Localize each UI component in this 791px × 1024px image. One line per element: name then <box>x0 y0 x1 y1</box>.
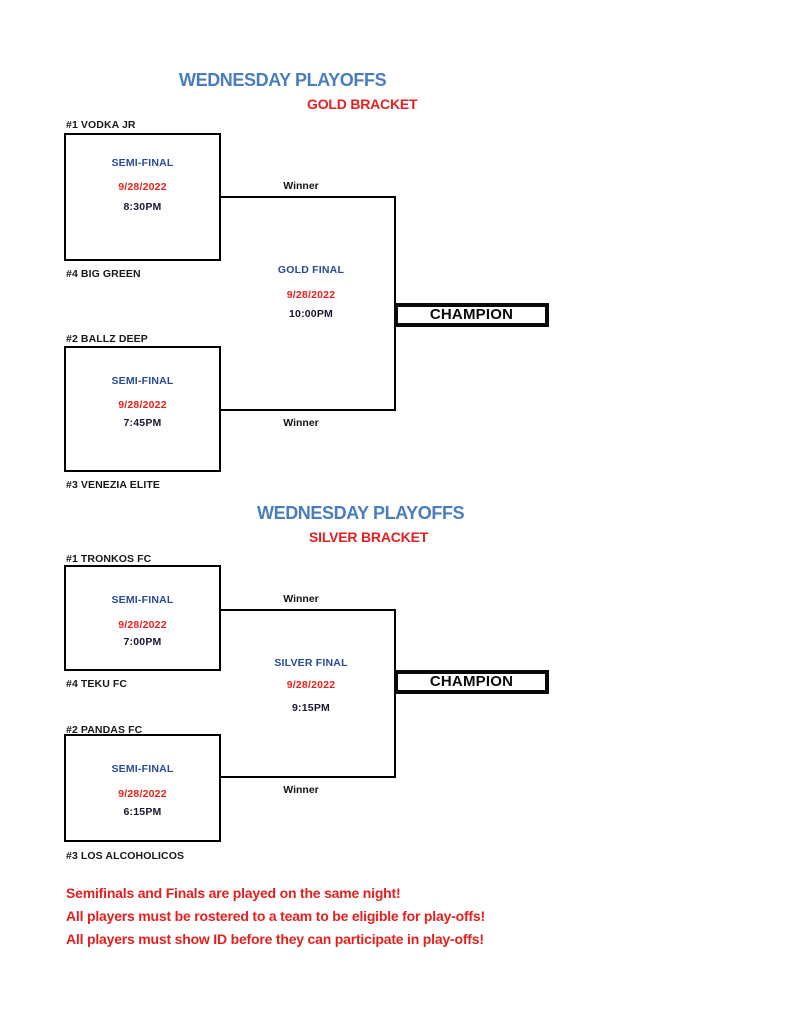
gold-semi1-round-label: SEMI-FINAL <box>111 157 174 169</box>
silver-semi1-date: 9/28/2022 <box>118 619 167 631</box>
silver-semi1-round-label: SEMI-FINAL <box>111 594 174 606</box>
silver-semi2-date: 9/28/2022 <box>118 788 167 800</box>
silver-final-date: 9/28/2022 <box>286 679 336 691</box>
silver-semi1-top-seed: #1 TRONKOS FC <box>66 553 152 565</box>
silver-semi2-winner-label: Winner <box>283 784 319 796</box>
footer-note-3: All players must show ID before they can… <box>66 931 484 947</box>
silver-bracket-label: SILVER BRACKET <box>309 529 429 545</box>
gold-semi2-bottom-seed: #3 VENEZIA ELITE <box>66 479 160 491</box>
silver-title: WEDNESDAY PLAYOFFS <box>257 503 465 523</box>
silver-semi2-time: 6:15PM <box>123 806 162 818</box>
silver-semi1-time: 7:00PM <box>123 636 162 648</box>
silver-semi2-top-seed: #2 PANDAS FC <box>66 724 143 736</box>
gold-semi2-winner-line <box>221 409 396 411</box>
gold-semi2-match-box: SEMI-FINAL 9/28/2022 7:45PM <box>64 346 221 472</box>
gold-semi2-date: 9/28/2022 <box>118 399 167 411</box>
footer-note-2: All players must be rostered to a team t… <box>66 908 485 924</box>
gold-final-time: 10:00PM <box>288 308 333 320</box>
silver-semi1-bottom-seed: #4 TEKU FC <box>66 678 128 690</box>
gold-final-date: 9/28/2022 <box>286 289 336 301</box>
gold-semi1-time: 8:30PM <box>123 201 162 213</box>
gold-semi1-winner-label: Winner <box>283 180 319 192</box>
silver-semi1-match-box: SEMI-FINAL 9/28/2022 7:00PM <box>64 565 221 671</box>
gold-bracket-label: GOLD BRACKET <box>307 96 418 112</box>
silver-semi2-round-label: SEMI-FINAL <box>111 763 174 775</box>
gold-semi2-winner-label: Winner <box>283 417 319 429</box>
gold-semi1-bottom-seed: #4 BIG GREEN <box>66 268 141 280</box>
gold-bracket-section: WEDNESDAY PLAYOFFS GOLD BRACKET #1 VODKA… <box>0 0 791 500</box>
silver-final-time: 9:15PM <box>292 702 330 714</box>
gold-semi1-top-seed: #1 VODKA JR <box>66 119 136 131</box>
silver-semi2-bottom-seed: #3 LOS ALCOHOLICOS <box>66 850 185 862</box>
gold-semi1-match-box: SEMI-FINAL 9/28/2022 8:30PM <box>64 133 221 261</box>
gold-semi2-top-seed: #2 BALLZ DEEP <box>66 333 148 345</box>
silver-champion-box: CHAMPION <box>394 670 549 694</box>
silver-bracket-section: WEDNESDAY PLAYOFFS SILVER BRACKET #1 TRO… <box>64 503 549 862</box>
gold-title: WEDNESDAY PLAYOFFS <box>179 70 387 90</box>
gold-semi1-winner-line <box>221 196 396 198</box>
gold-semi2-time: 7:45PM <box>123 417 162 429</box>
footer-note-1: Semifinals and Finals are played on the … <box>66 885 401 901</box>
silver-final-label: SILVER FINAL <box>274 657 348 669</box>
gold-champion-box: CHAMPION <box>394 303 549 327</box>
silver-semi1-winner-line <box>221 609 396 611</box>
silver-semi2-match-box: SEMI-FINAL 9/28/2022 6:15PM <box>64 734 221 842</box>
gold-semi1-date: 9/28/2022 <box>118 181 167 193</box>
gold-final-label: GOLD FINAL <box>277 264 345 276</box>
silver-semi2-winner-line <box>221 776 396 778</box>
gold-semi2-round-label: SEMI-FINAL <box>111 375 174 387</box>
silver-semi1-winner-label: Winner <box>283 593 319 605</box>
footer-notes: Semifinals and Finals are played on the … <box>66 882 485 951</box>
